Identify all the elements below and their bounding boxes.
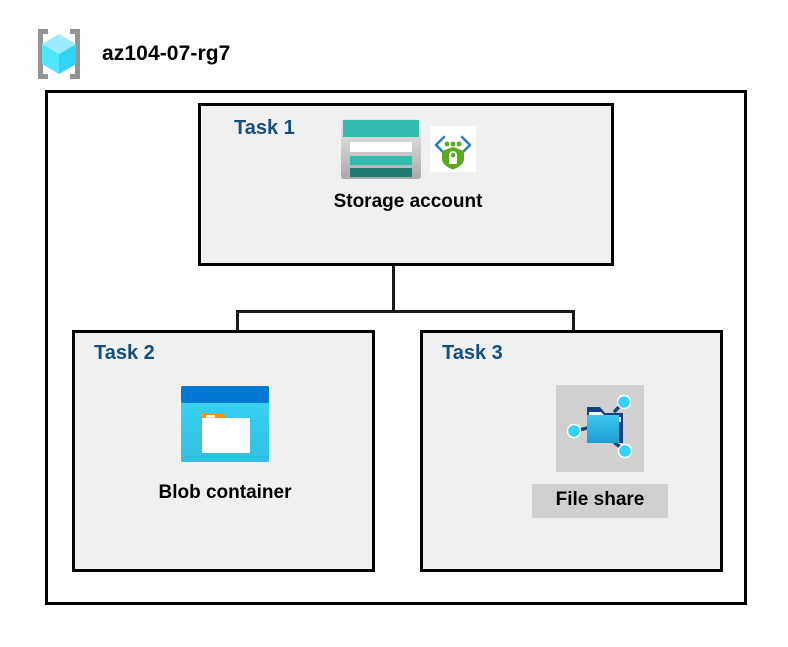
task-3-label: Task 3 (442, 342, 503, 364)
resource-group-cube-icon (30, 26, 88, 82)
file-share-caption: File share (531, 484, 669, 518)
node-file-share[interactable]: File share (490, 385, 710, 518)
resource-group-name: az104-07-rg7 (102, 42, 231, 65)
file-share-folder-icon (565, 391, 635, 466)
blob-container-icon (180, 385, 270, 468)
blob-container-caption: Blob container (158, 482, 292, 503)
connector-storage-trunk (392, 230, 395, 312)
task-1-label: Task 1 (234, 117, 295, 139)
storage-account-icon-group (340, 118, 476, 185)
node-storage-account[interactable]: Storage account (288, 118, 528, 214)
connector-horizontal-bus (236, 310, 575, 313)
storage-account-icon (340, 118, 422, 185)
storage-account-caption: Storage account (333, 191, 483, 212)
node-blob-container[interactable]: Blob container (115, 385, 335, 505)
file-share-selection-highlight (556, 385, 644, 472)
data-encryption-shield-icon (430, 125, 476, 177)
resource-group-header: az104-07-rg7 (30, 26, 230, 82)
task-2-label: Task 2 (94, 342, 155, 364)
